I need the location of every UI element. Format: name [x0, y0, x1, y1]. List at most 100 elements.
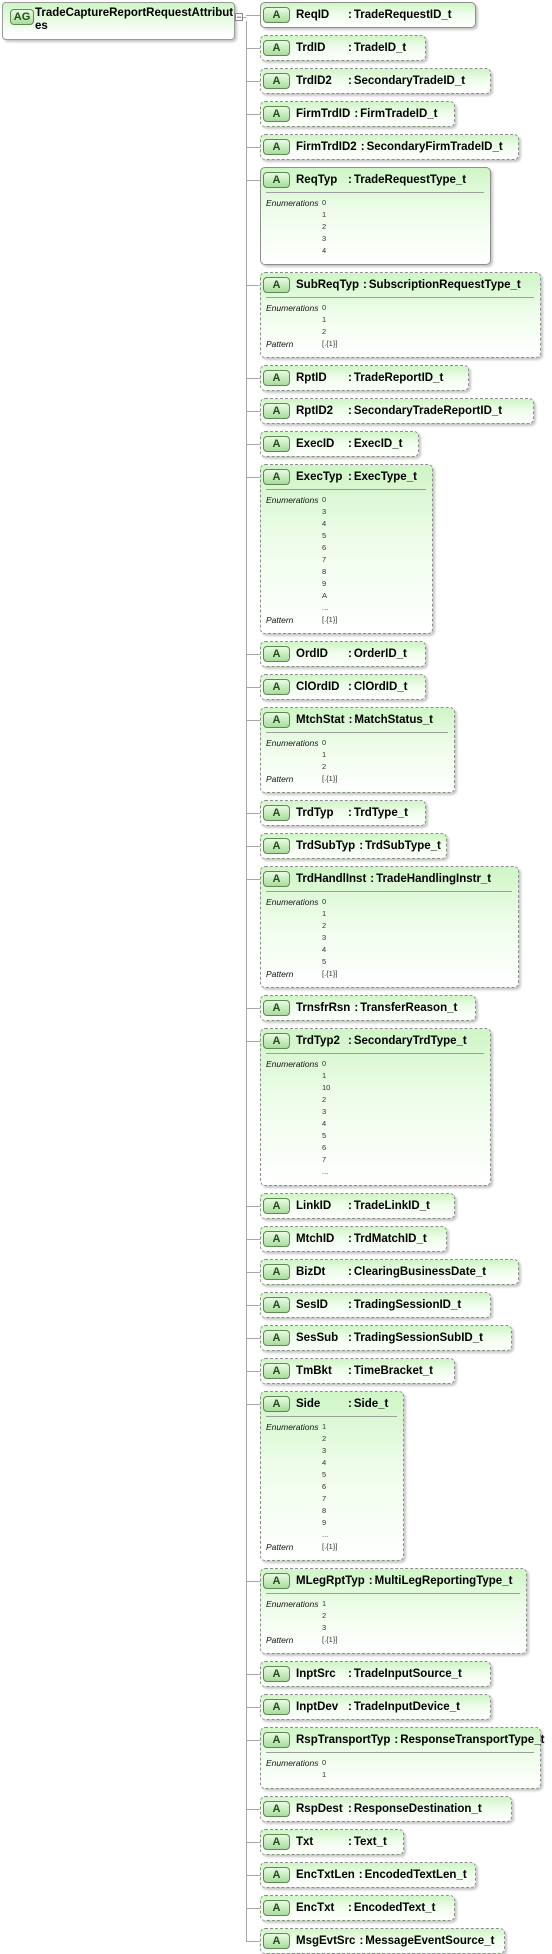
enumeration-value: 4: [322, 519, 327, 528]
attribute-group-box[interactable]: AG TradeCaptureReportRequestAttributes: [2, 2, 235, 40]
attribute-name: BizDt: [296, 1266, 326, 1278]
connector-line: [246, 1239, 260, 1240]
attribute-type: SecondaryTradeReportID_t: [353, 405, 503, 417]
enumeration-value: 2: [322, 1095, 327, 1104]
type-separator: :: [354, 108, 359, 120]
type-separator: :: [348, 648, 352, 660]
enumeration-value: 3: [322, 1623, 327, 1632]
connector-line: [246, 1908, 260, 1909]
type-separator: :: [348, 1701, 352, 1713]
attribute-icon: A: [263, 1573, 290, 1589]
tree-spine-line: [246, 21, 247, 1941]
attribute-icon: A: [263, 805, 290, 821]
type-separator: :: [348, 1803, 352, 1815]
connector-line: [246, 1707, 260, 1708]
pattern-value: [.{1}]: [322, 969, 338, 978]
attribute-name: ReqID: [296, 9, 330, 21]
attribute-name: RptID: [296, 372, 327, 384]
type-separator: :: [358, 1869, 363, 1881]
type-separator: :: [348, 1668, 352, 1680]
pattern-label: Pattern: [266, 615, 294, 625]
connector-line: [246, 846, 260, 847]
enumeration-value: 2: [322, 1434, 327, 1443]
type-separator: :: [360, 141, 365, 153]
connector-line: [246, 1404, 260, 1405]
connector-line: [246, 378, 260, 379]
attribute-type: Side_t: [353, 1398, 389, 1410]
attribute-name: RspDest: [296, 1803, 343, 1815]
type-separator: :: [348, 405, 352, 417]
enumeration-value: 1: [322, 1071, 327, 1080]
attribute-type: TimeBracket_t: [353, 1365, 433, 1377]
collapse-toggle-icon[interactable]: −: [235, 12, 243, 22]
enumeration-value: 9: [322, 1518, 327, 1527]
enumerations-label: Enumerations: [266, 1599, 319, 1609]
enumeration-value: 2: [322, 222, 327, 231]
enumeration-value: 1: [322, 1770, 327, 1779]
attribute-type: TradeInputSource_t: [353, 1668, 462, 1680]
type-separator: :: [348, 471, 352, 483]
type-separator: :: [348, 1332, 352, 1344]
attribute-icon: A: [263, 1834, 290, 1850]
type-separator: :: [348, 1365, 352, 1377]
attribute-icon: A: [263, 1867, 290, 1883]
enumeration-value: 6: [322, 543, 327, 552]
connector-line: [246, 1809, 260, 1810]
enumerations-label: Enumerations: [266, 495, 319, 505]
connector-line: [246, 477, 260, 478]
attribute-icon: A: [263, 40, 290, 56]
type-separator: :: [363, 279, 367, 291]
attribute-icon: A: [263, 469, 290, 485]
attribute-name: LinkID: [296, 1200, 332, 1212]
attribute-type: TradeLinkID_t: [353, 1200, 430, 1212]
attribute-type: TradeRequestType_t: [353, 174, 467, 186]
attribute-type: ResponseDestination_t: [353, 1803, 482, 1815]
type-separator: :: [348, 1233, 352, 1245]
attribute-name: TrdTyp2: [296, 1035, 340, 1047]
facet-divider: [266, 489, 426, 490]
group-connector-line: [243, 17, 246, 18]
attribute-name: ClOrdID: [296, 681, 340, 693]
connector-line: [246, 1674, 260, 1675]
attribute-type: ResponseTransportType_t: [400, 1734, 545, 1746]
